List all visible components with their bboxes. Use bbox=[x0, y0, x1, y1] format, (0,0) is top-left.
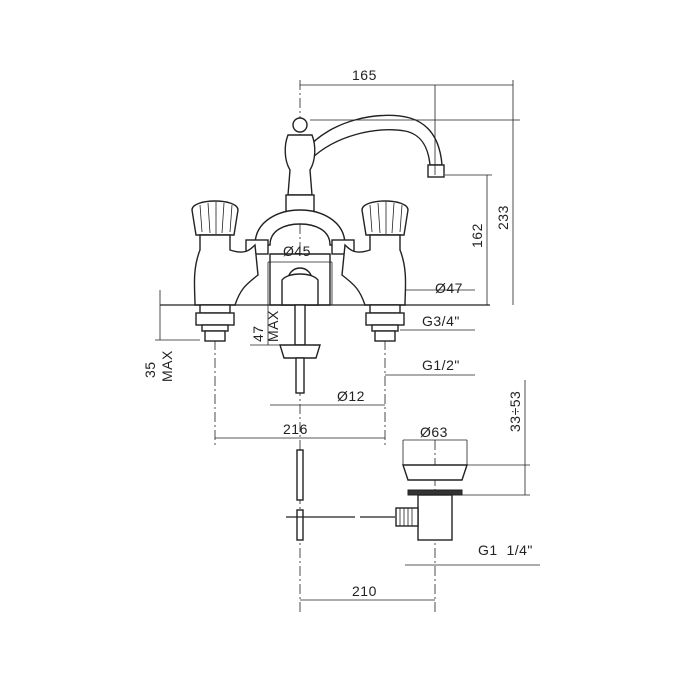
faucet-body bbox=[245, 117, 355, 306]
dim-d45: Ø45 bbox=[283, 243, 311, 259]
center-rod bbox=[279, 304, 395, 541]
dim-g12: G1/2" bbox=[422, 357, 460, 373]
dim-216: 216 bbox=[283, 421, 308, 437]
left-handle bbox=[191, 200, 259, 306]
dim-165: 165 bbox=[352, 67, 377, 83]
dim-d47: Ø47 bbox=[435, 280, 463, 296]
dim-162: 162 bbox=[469, 223, 485, 248]
right-handle bbox=[341, 200, 409, 306]
dim-d12: Ø12 bbox=[337, 388, 365, 404]
dim-g114: G1 1/4" bbox=[478, 542, 533, 558]
dimension-labels: 165 233 162 Ø45 Ø47 G3/4" 47 MAX 35 MAX … bbox=[142, 67, 533, 599]
dim-47-max: MAX bbox=[265, 310, 281, 342]
dim-35: 35 bbox=[142, 361, 158, 378]
dim-g34: G3/4" bbox=[422, 313, 460, 329]
dim-35-max: MAX bbox=[159, 350, 175, 382]
dimension-lines bbox=[155, 80, 540, 601]
spout bbox=[305, 114, 445, 178]
right-fitting bbox=[365, 304, 405, 342]
dim-233: 233 bbox=[495, 205, 511, 230]
dim-33-53: 33÷53 bbox=[507, 391, 523, 432]
left-fitting bbox=[195, 304, 235, 342]
drain bbox=[395, 464, 468, 541]
dim-210: 210 bbox=[352, 583, 377, 599]
dim-d63: Ø63 bbox=[420, 424, 448, 440]
dim-47: 47 bbox=[250, 325, 266, 342]
